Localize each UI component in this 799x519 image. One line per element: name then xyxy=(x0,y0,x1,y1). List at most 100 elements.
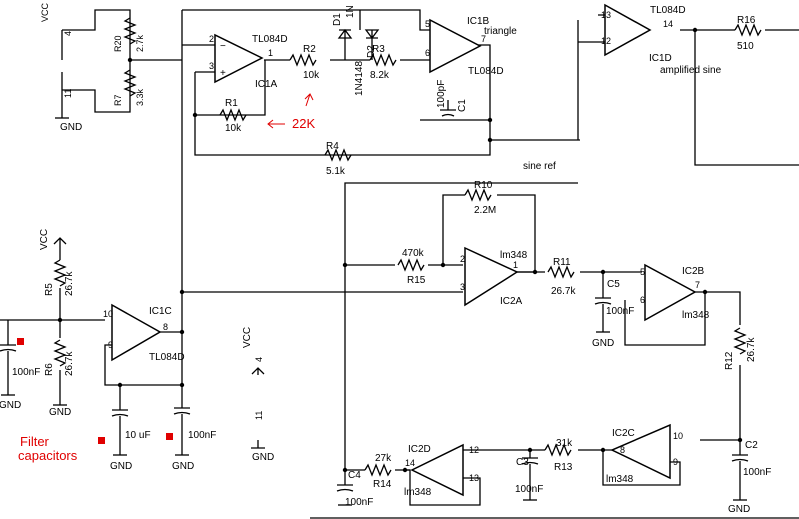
ic2a-pin3: 3 xyxy=(460,282,465,292)
gnd-label-filter-left: GND xyxy=(0,400,21,411)
r12-name: R12 xyxy=(724,351,735,370)
ic1a-pin2: 2 xyxy=(209,34,214,44)
r7-symbol xyxy=(123,69,137,97)
ic2a-pin2: 2 xyxy=(460,254,465,264)
ic1c-part: TL084D xyxy=(149,352,185,363)
ic2a-name: IC2A xyxy=(500,296,523,307)
filter-cap-left-symbol xyxy=(0,344,17,395)
ic2d-part: lm348 xyxy=(404,487,432,498)
r13-value: 31k xyxy=(556,438,573,449)
r1-name: R1 xyxy=(225,98,238,109)
filter-cap-mid-value: 10 uF xyxy=(125,430,151,441)
c2-name: C2 xyxy=(745,440,758,451)
ic2d-name: IC2D xyxy=(408,444,431,455)
diode-d2 xyxy=(364,29,380,40)
ic2c-pin8: 8 xyxy=(620,445,625,455)
r6-name: R6 xyxy=(44,363,55,376)
opamp-ic1d xyxy=(604,3,652,57)
d1-part: 1N xyxy=(345,5,356,18)
ic2d-pin12: 12 xyxy=(469,445,479,455)
ic2b-pin5: 5 xyxy=(640,267,645,277)
r16-symbol xyxy=(734,23,762,37)
resistor-symbols xyxy=(53,17,762,477)
r14-value: 27k xyxy=(375,453,392,464)
ic1c-name: IC1C xyxy=(149,306,172,317)
r5-symbol xyxy=(53,259,67,287)
r13-symbol xyxy=(544,443,572,457)
opamp-ic1a xyxy=(214,33,264,84)
ic1d-name: IC1D xyxy=(649,53,672,64)
ic2c-pin9: 9 xyxy=(673,457,678,467)
ic1b-name: IC1B xyxy=(467,16,490,27)
ic1d-note: amplified sine xyxy=(660,65,722,76)
opamp-ic2b xyxy=(644,263,697,322)
r3-name: R3 xyxy=(372,44,385,55)
r15-name: R15 xyxy=(407,275,426,286)
r7-value: 3.3k xyxy=(135,88,145,106)
ic1a-plus: + xyxy=(220,68,226,79)
c5-name: C5 xyxy=(607,279,620,290)
c2-symbol xyxy=(731,454,749,500)
ic1c-pin8: 8 xyxy=(163,322,168,332)
r20-name: R20 xyxy=(113,35,123,52)
ic2a-part: lm348 xyxy=(500,250,528,261)
ic1b-pin5: 5 xyxy=(425,19,430,29)
ic1c-pin9: 9 xyxy=(108,340,113,350)
r1-value: 10k xyxy=(225,123,242,134)
ic2c-pin10: 10 xyxy=(673,431,683,441)
r11-name: R11 xyxy=(553,257,571,268)
r20-symbol xyxy=(123,17,137,45)
gnd-label-c5: GND xyxy=(592,338,614,349)
r2-name: R2 xyxy=(303,44,316,55)
filter-cap-right-value: 100nF xyxy=(188,430,216,441)
gnd-label-top: GND xyxy=(60,122,82,133)
ic1b-part: TL084D xyxy=(468,66,504,77)
marker-filter-right xyxy=(166,433,173,440)
vcc-label-r5: VCC xyxy=(39,229,50,250)
junctions xyxy=(57,27,743,473)
c5-symbol xyxy=(594,297,612,332)
d2-part: 1N4148 xyxy=(354,61,365,96)
ic1d-pin14: 14 xyxy=(663,19,673,29)
filter-cap-right-symbol xyxy=(173,407,191,455)
r16-name: R16 xyxy=(737,15,756,26)
ic2c-name: IC2C xyxy=(612,428,635,439)
r4-value: 5.1k xyxy=(326,166,346,177)
vcc-label-mid: VCC xyxy=(242,327,253,348)
c4-value: 100nF xyxy=(345,497,373,508)
filter-note-line2: capacitors xyxy=(18,448,78,463)
c3-name: C3 xyxy=(516,457,529,468)
r4-name: R4 xyxy=(326,141,339,152)
annotations: 22K Filter capacitors xyxy=(17,93,315,463)
filter-note-line1: Filter xyxy=(20,434,50,449)
ic1d-pin12: 12 xyxy=(601,36,611,46)
ic1a-minus: − xyxy=(220,41,226,52)
r10-symbol xyxy=(464,188,492,202)
r1-change-note: 22K xyxy=(292,116,315,131)
r12-symbol xyxy=(733,327,747,355)
c1-symbol xyxy=(440,100,456,117)
opamp-ic1b xyxy=(429,18,482,74)
vcc-label-top: VCC xyxy=(40,2,50,22)
marker-filter-mid xyxy=(98,437,105,444)
filter-cap-left-value: 100nF xyxy=(12,367,40,378)
ic2b-pin7: 7 xyxy=(695,280,700,290)
filter-cap-mid-symbol xyxy=(111,409,129,455)
pin-11-label-top: 11 xyxy=(63,89,73,98)
c4-name: C4 xyxy=(348,470,361,481)
r14-name: R14 xyxy=(373,479,392,490)
r12-value: 26.7k xyxy=(746,337,757,362)
diode-d1 xyxy=(337,28,353,39)
r11-symbol xyxy=(547,265,575,279)
ic1b-pin7: 7 xyxy=(481,34,486,44)
ic2b-name: IC2B xyxy=(682,266,705,277)
marker-filter-left xyxy=(17,338,24,345)
pin-4-label-mid: 4 xyxy=(254,357,264,362)
r1-symbol xyxy=(219,108,247,122)
r5-name: R5 xyxy=(44,283,55,296)
ic2a-pin1: 1 xyxy=(513,260,518,270)
r15-value: 470k xyxy=(402,248,425,259)
d2-name: D2 xyxy=(366,45,377,58)
r14-symbol xyxy=(364,463,392,477)
